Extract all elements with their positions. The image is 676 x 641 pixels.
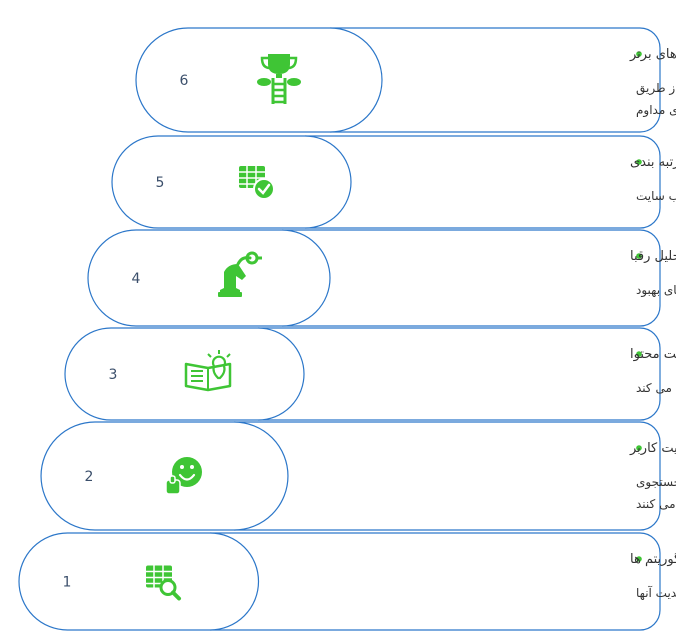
step-title: دستیابی به رتبه های برتر — [629, 47, 676, 62]
bullet-icon — [636, 159, 642, 165]
step-title: درک الگوریتم ها — [630, 551, 676, 567]
step-2-tab — [40, 421, 289, 531]
table-search-icon — [146, 565, 181, 601]
step-2-content-box — [234, 421, 661, 531]
step-title: بهبود کیفیت محتوا — [630, 347, 676, 362]
step-3-content-box — [258, 327, 661, 421]
step-shapes — [18, 27, 661, 631]
step-5-tab — [111, 135, 352, 229]
step-3-tab — [64, 327, 305, 421]
table-check-icon — [239, 166, 275, 200]
trophy-ladder-icon — [257, 54, 301, 104]
step-description: تجزیه و تحلیل استراتژی های رقبا برای شنا… — [636, 283, 676, 298]
step-4-tab — [87, 229, 331, 327]
step-number: 6 — [180, 73, 189, 89]
step-title: تجزیه و تحلیل رقبا — [630, 249, 676, 264]
bullet-icon — [636, 556, 642, 562]
step-5-content-box — [305, 135, 661, 229]
step-description: درک نحوه عملکرد الگوریتم های گوگل و دلیل… — [636, 585, 676, 601]
step-1-content-box — [210, 532, 661, 631]
step-number: 4 — [132, 271, 141, 287]
step-description: برتر پیدا می کنند — [636, 497, 676, 512]
step-description: دستیابی به رتبه های برتر در نتایج جستجوی… — [636, 81, 676, 96]
step-description: تلاش های مداوم — [636, 103, 676, 118]
bullet-icon — [636, 253, 642, 259]
step-description: ایجاد محتوای با کیفیت بالا و غنی که نیاز… — [636, 380, 676, 396]
step-description: اطمینان حاصل کنید که کاربران نتایج مورد … — [636, 475, 676, 490]
step-description: برای بهینه سازی وب سایت — [636, 189, 676, 204]
step-labels: 6 دستیابی به رتبه های برتر دستیابی به رتبه… — [63, 47, 676, 601]
step-1-tab — [18, 532, 260, 631]
chess-knight-icon — [218, 251, 262, 297]
step-number: 1 — [63, 575, 72, 591]
step-6-content-box — [330, 27, 661, 133]
book-bulb-icon — [184, 350, 232, 392]
step-number: 2 — [85, 469, 94, 485]
step-title: اجرای فاکتورهای رتبه بندی — [630, 155, 676, 170]
step-4-content-box — [282, 229, 661, 327]
bullet-icon — [636, 445, 642, 451]
bullet-icon — [636, 351, 642, 357]
smile-thumbs-up-icon — [165, 457, 202, 495]
bullet-icon — [636, 51, 642, 57]
step-number: 5 — [156, 175, 165, 191]
step-number: 3 — [109, 367, 118, 383]
step-title: تمرکز بر رضایت کاربر — [629, 441, 676, 456]
